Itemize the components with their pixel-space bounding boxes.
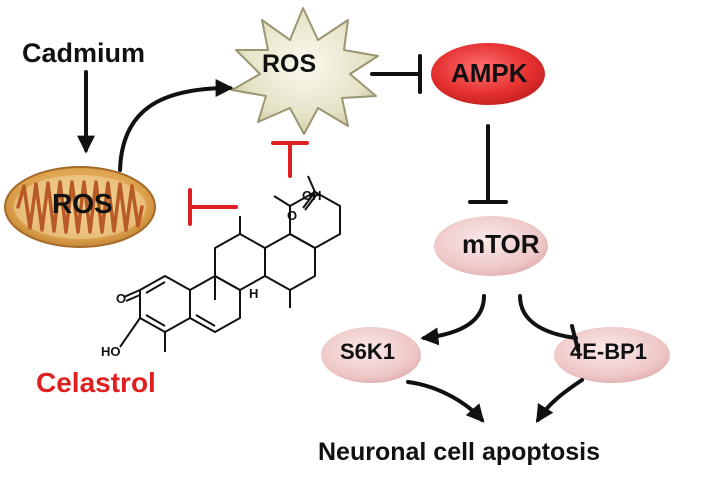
arrow-mito-to-ros [118, 79, 234, 172]
ampk-node [431, 43, 545, 105]
chemical-structure-icon [119, 175, 341, 352]
chem-label-ho: HO [101, 344, 121, 359]
ampk-label: AMPK [451, 58, 528, 88]
burst-star-icon [231, 7, 379, 135]
mitochondrion-icon [4, 166, 156, 248]
4ebp1-label: 4E-BP1 [570, 339, 648, 364]
inhibit-mtor-4ebp1 [518, 294, 578, 340]
ros-mitochondrial-label: ROS [52, 188, 113, 219]
inhibition-red [188, 141, 309, 226]
chem-label-h: H [249, 286, 259, 301]
4ebp1-node [554, 327, 670, 383]
celastrol-label: Celastrol [36, 367, 156, 398]
mtor-label: mTOR [462, 229, 540, 259]
mtor-node [434, 216, 548, 276]
chem-label-carboxyl-o: O [287, 208, 298, 223]
apoptosis-label: Neuronal cell apoptosis [318, 438, 601, 466]
chem-label-ketone-o: O [116, 291, 127, 306]
arrow-mtor-to-s6k1 [420, 294, 486, 346]
arrow-s6k1-to-apoptosis [406, 380, 485, 423]
s6k1-node [321, 327, 421, 383]
arrow-4ebp1-to-apoptosis [536, 378, 584, 424]
s6k1-label: S6K1 [340, 339, 396, 364]
inhibition-black [370, 54, 580, 352]
cadmium-label: Cadmium [22, 38, 146, 68]
activation-arrows [77, 70, 584, 424]
ros-star-label: ROS [262, 50, 317, 78]
chem-label-oh: OH [302, 188, 322, 203]
